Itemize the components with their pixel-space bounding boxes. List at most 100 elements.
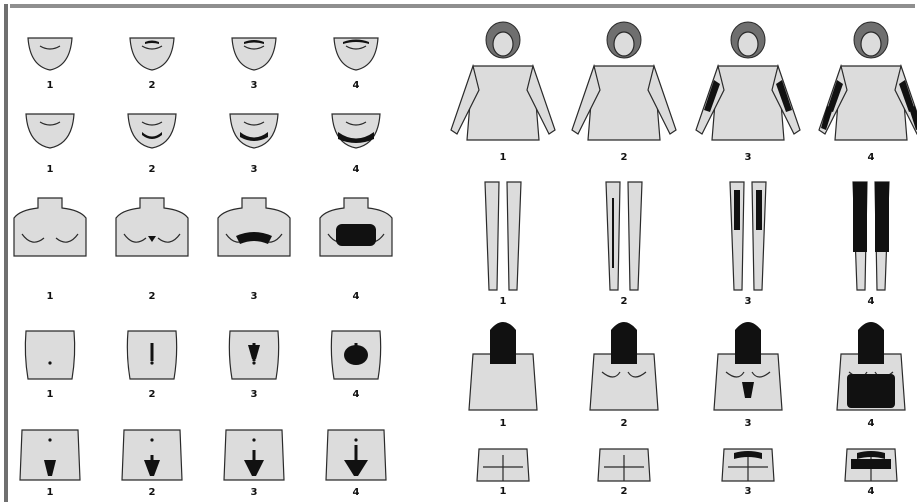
upper-abdomen-score-3: 3 <box>234 389 274 401</box>
leg-hair <box>734 190 740 230</box>
lip-face <box>334 38 378 70</box>
upper-abdomen-torso <box>25 331 74 379</box>
chest-figure-3 <box>218 198 290 256</box>
thigh-figure-1 <box>485 182 521 290</box>
thigh-figure-3 <box>730 182 766 290</box>
navel <box>252 438 255 441</box>
chest-torso <box>218 198 290 256</box>
arm-score-1: 1 <box>483 152 523 164</box>
chin-face <box>230 114 278 148</box>
lower-abdomen-score-3: 3 <box>234 487 274 499</box>
chest-torso <box>14 198 86 256</box>
arm-figure-1 <box>451 22 555 140</box>
navel <box>150 438 153 441</box>
navel <box>48 438 51 441</box>
leg-hair <box>612 198 614 268</box>
face <box>614 32 634 56</box>
upper-abdomen-figure-2 <box>127 331 176 379</box>
thigh-score-1: 1 <box>483 296 523 308</box>
upper-lip-score-4: 4 <box>336 80 376 92</box>
buttocks-score-4: 4 <box>851 486 891 498</box>
thigh-figure-2 <box>606 182 642 290</box>
face <box>493 32 513 56</box>
thigh-score-4: 4 <box>851 296 891 308</box>
back-figure-2 <box>590 322 658 410</box>
chin-figure-1 <box>26 114 74 148</box>
navel <box>354 438 357 441</box>
leg-hair <box>853 182 867 252</box>
torso <box>712 66 784 140</box>
face <box>738 32 758 56</box>
upper-abdomen-figure-4 <box>331 331 380 379</box>
back-score-3: 3 <box>728 418 768 430</box>
upper-abdomen-score-2: 2 <box>132 389 172 401</box>
buttocks-figure-1 <box>477 449 529 481</box>
upper-lip-figure-2 <box>130 38 174 70</box>
upper-abdomen-figure-1 <box>25 331 74 379</box>
linea-hair <box>49 460 52 466</box>
lower-abdomen-score-2: 2 <box>132 487 172 499</box>
lower-abdomen-figure-3 <box>224 430 284 480</box>
leg-hair <box>756 190 762 230</box>
linea-hair <box>151 455 154 466</box>
buttocks-figure-2 <box>598 449 650 481</box>
arm-figure-3 <box>696 22 800 140</box>
back-figure-3 <box>714 322 782 410</box>
thigh-score-3: 3 <box>728 296 768 308</box>
arm-score-2: 2 <box>604 152 644 164</box>
upper-lip-score-3: 3 <box>234 80 274 92</box>
chin-face <box>26 114 74 148</box>
torso <box>467 66 539 140</box>
head-hair-back <box>611 322 637 364</box>
head-hair-back <box>735 322 761 364</box>
chest-score-3: 3 <box>234 291 274 303</box>
chest-torso <box>116 198 188 256</box>
buttocks-score-1: 1 <box>483 486 523 498</box>
linea-hair <box>355 445 358 466</box>
upper-lip-figure-1 <box>28 38 72 70</box>
navel <box>252 361 255 364</box>
chest-figure-1 <box>14 198 86 256</box>
chest-score-4: 4 <box>336 291 376 303</box>
upper-abdomen-hair-wide <box>344 345 368 365</box>
chin-score-3: 3 <box>234 164 274 176</box>
buttocks-score-3: 3 <box>728 486 768 498</box>
upper-lip-figure-3 <box>232 38 276 70</box>
chest-hair <box>336 224 376 246</box>
arm-score-4: 4 <box>851 152 891 164</box>
navel <box>48 361 51 364</box>
navel <box>150 361 153 364</box>
lower-abdomen-score-4: 4 <box>336 487 376 499</box>
upper-abdomen-figure-3 <box>229 331 278 379</box>
chin-score-2: 2 <box>132 164 172 176</box>
chin-score-4: 4 <box>336 164 376 176</box>
upper-lip-figure-4 <box>334 38 378 70</box>
right-leg <box>507 182 521 290</box>
chin-figure-3 <box>230 114 278 148</box>
left-leg <box>485 182 499 290</box>
head-hair-back <box>858 322 884 364</box>
buttocks-score-2: 2 <box>604 486 644 498</box>
chest-score-1: 1 <box>30 291 70 303</box>
chin-face <box>128 114 176 148</box>
torso <box>835 66 907 140</box>
chest-score-2: 2 <box>132 291 172 303</box>
thigh-score-2: 2 <box>604 296 644 308</box>
chest-figure-4 <box>320 198 392 256</box>
face <box>861 32 881 56</box>
chin-figure-2 <box>128 114 176 148</box>
linea-hair <box>253 450 256 466</box>
lip-face <box>28 38 72 70</box>
buttocks-figure-3 <box>722 449 774 481</box>
upper-lip-score-2: 2 <box>132 80 172 92</box>
lip-face <box>232 38 276 70</box>
back-score-4: 4 <box>851 418 891 430</box>
chest-figure-2 <box>116 198 188 256</box>
right-leg <box>628 182 642 290</box>
back-score-2: 2 <box>604 418 644 430</box>
chin-score-1: 1 <box>30 164 70 176</box>
thigh-figure-4 <box>853 182 889 290</box>
lower-abdomen-figure-2 <box>122 430 182 480</box>
